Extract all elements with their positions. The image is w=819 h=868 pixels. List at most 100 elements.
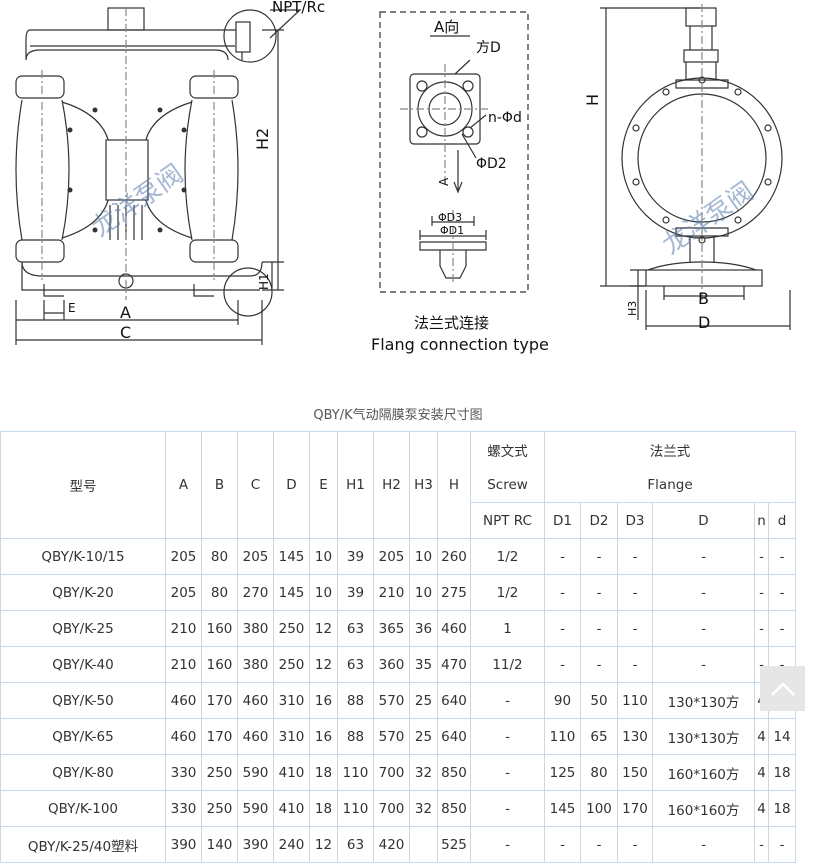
- value-cell: -: [652, 610, 755, 647]
- value-cell: 25: [409, 718, 438, 755]
- value-cell: 275: [437, 574, 471, 611]
- caption-english: Flang connection type: [371, 335, 549, 354]
- value-cell: -: [470, 826, 545, 863]
- value-cell: 590: [237, 754, 274, 791]
- scroll-to-top-button[interactable]: [760, 666, 805, 711]
- value-cell: 80: [201, 574, 238, 611]
- d2-label: ΦD2: [476, 156, 507, 172]
- value-cell: 205: [373, 538, 410, 575]
- value-cell: 14: [767, 718, 797, 755]
- value-cell: 210: [165, 646, 202, 683]
- b-label: B: [698, 289, 709, 308]
- value-cell: 250: [273, 610, 310, 647]
- header-flange-n: n: [754, 502, 769, 539]
- value-cell: -: [580, 610, 618, 647]
- value-cell: 10: [409, 538, 438, 575]
- value-cell: 380: [237, 646, 274, 683]
- value-cell: 4: [754, 790, 769, 827]
- value-cell: 170: [201, 682, 238, 719]
- value-cell: 10: [409, 574, 438, 611]
- value-cell: 250: [201, 790, 238, 827]
- value-cell: 700: [373, 790, 410, 827]
- d3-label: ΦD3: [438, 211, 462, 224]
- technical-drawing: NPT/Rc H2 H1 E A C A向 方D n-Φd ΦD2 A ΦD3 …: [0, 0, 819, 372]
- value-cell: -: [580, 826, 618, 863]
- header-screw-en: Screw: [470, 467, 545, 503]
- header-b: B: [201, 431, 238, 539]
- value-cell: 380: [237, 610, 274, 647]
- value-cell: 460: [237, 682, 274, 719]
- value-cell: -: [544, 574, 581, 611]
- header-flange-en: Flange: [543, 467, 797, 503]
- value-cell: 1: [470, 610, 545, 647]
- value-cell: -: [652, 538, 755, 575]
- value-cell: -: [767, 610, 797, 647]
- header-flange-d2: D2: [580, 502, 618, 539]
- value-cell: -: [767, 826, 797, 863]
- header-h: H: [437, 431, 471, 539]
- h-label: H: [583, 94, 602, 106]
- header-flange-d3: D3: [617, 502, 653, 539]
- value-cell: 205: [165, 574, 202, 611]
- model-cell: QBY/K-65: [0, 718, 166, 755]
- value-cell: 360: [373, 646, 410, 683]
- pump-side-view: [600, 4, 791, 330]
- value-cell: 160*160方: [652, 754, 755, 791]
- value-cell: 63: [337, 610, 374, 647]
- value-cell: 12: [309, 826, 338, 863]
- header-model: 型号: [0, 431, 166, 539]
- model-cell: QBY/K-100: [0, 790, 166, 827]
- value-cell: 63: [337, 646, 374, 683]
- value-cell: 410: [273, 790, 310, 827]
- value-cell: [409, 826, 438, 863]
- value-cell: 80: [580, 754, 618, 791]
- value-cell: 170: [201, 718, 238, 755]
- value-cell: 390: [165, 826, 202, 863]
- value-cell: 150: [617, 754, 653, 791]
- value-cell: 125: [544, 754, 581, 791]
- value-cell: 270: [237, 574, 274, 611]
- header-flange-cn: 法兰式: [543, 431, 797, 467]
- value-cell: 100: [580, 790, 618, 827]
- header-flange-d-small: d: [767, 502, 797, 539]
- caption-chinese: 法兰式连接: [414, 314, 489, 332]
- value-cell: 16: [309, 718, 338, 755]
- chevron-up-icon: [770, 681, 795, 696]
- value-cell: 50: [580, 682, 618, 719]
- square-d-label: 方D: [476, 40, 501, 56]
- header-c: C: [237, 431, 274, 539]
- model-cell: QBY/K-50: [0, 682, 166, 719]
- value-cell: 390: [237, 826, 274, 863]
- value-cell: 700: [373, 754, 410, 791]
- value-cell: -: [754, 610, 769, 647]
- h1-label: H1: [257, 273, 271, 290]
- value-cell: 25: [409, 682, 438, 719]
- value-cell: 80: [201, 538, 238, 575]
- value-cell: 140: [201, 826, 238, 863]
- value-cell: 460: [165, 682, 202, 719]
- value-cell: -: [470, 682, 545, 719]
- pump-front-view: [15, 7, 302, 345]
- value-cell: -: [544, 826, 581, 863]
- c-label: C: [120, 323, 131, 342]
- value-cell: 110: [337, 754, 374, 791]
- value-cell: 310: [273, 718, 310, 755]
- value-cell: 1/2: [470, 538, 545, 575]
- value-cell: 1/2: [470, 574, 545, 611]
- value-cell: 205: [165, 538, 202, 575]
- flange-detail-view: [379, 11, 529, 293]
- value-cell: 250: [201, 754, 238, 791]
- value-cell: 250: [273, 646, 310, 683]
- dimension-table: 型号 A B C D E H1 H2 H3 H 螺文式 法兰式 Screw Fl…: [0, 431, 797, 863]
- value-cell: -: [544, 646, 581, 683]
- value-cell: 570: [373, 682, 410, 719]
- h2-label: H2: [253, 128, 272, 150]
- value-cell: 460: [437, 610, 471, 647]
- header-h1: H1: [337, 431, 374, 539]
